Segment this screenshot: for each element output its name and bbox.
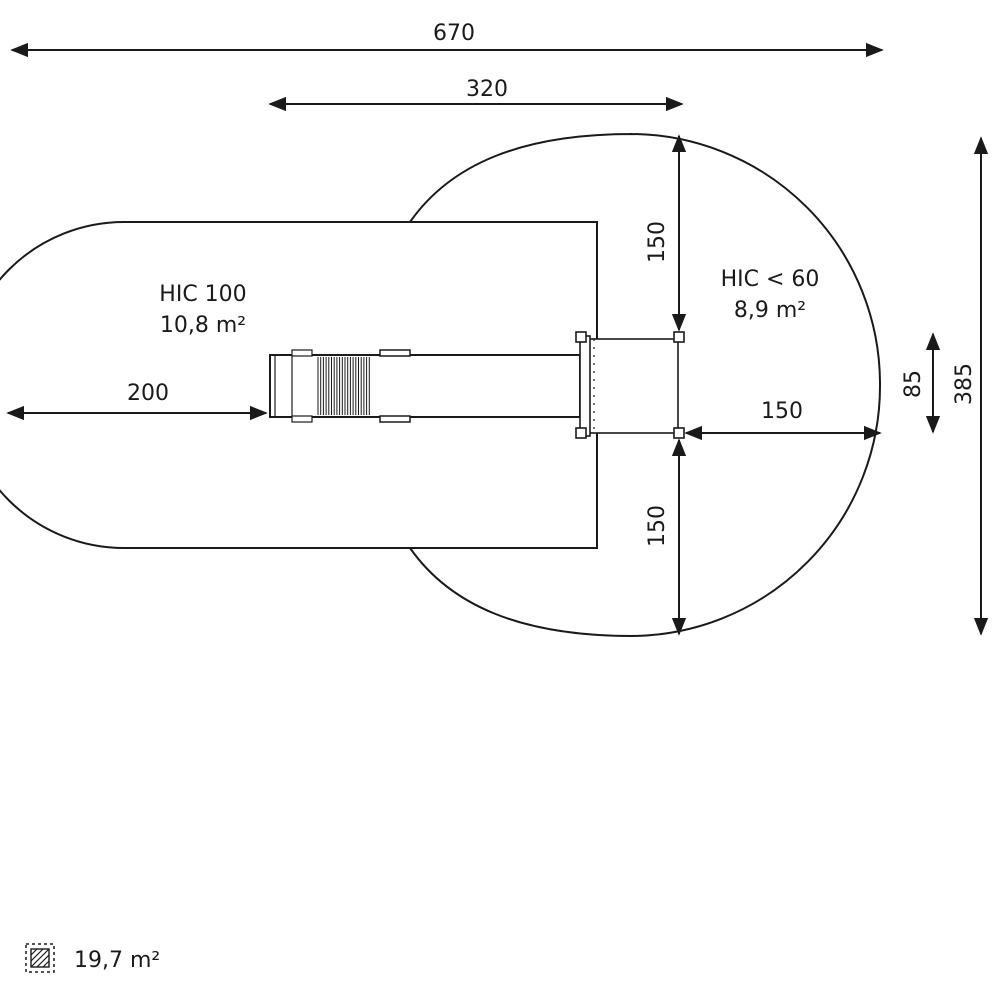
dim-platform-depth: 85 [901,370,926,398]
dim-total-height: 385 [952,363,977,405]
dim-left-radius: 200 [127,381,169,406]
post [673,427,685,439]
zone-hic100-label: HIC 100 [159,282,246,307]
post [575,427,587,439]
zone-hic100-area: 10,8 m² [160,313,246,338]
dim-top-width: 320 [466,77,508,102]
dim-lower-height: 150 [645,505,670,547]
safety-zone-right [409,133,882,637]
platform [575,331,685,439]
post [673,331,685,343]
legend-total-area: 19,7 m² [74,948,160,973]
zone-hic60-area: 8,9 m² [734,298,806,323]
slide-ribs [317,357,370,415]
post [575,331,587,343]
dim-right-extent: 150 [761,399,803,424]
safety-zone-left [0,221,598,549]
legend: 19,7 m² [25,943,160,973]
dim-total-width: 670 [433,21,475,46]
zone-hic60-label: HIC < 60 [721,267,820,292]
dim-upper-height: 150 [645,221,670,263]
slide [269,349,581,423]
hatched-square-icon [25,943,55,973]
